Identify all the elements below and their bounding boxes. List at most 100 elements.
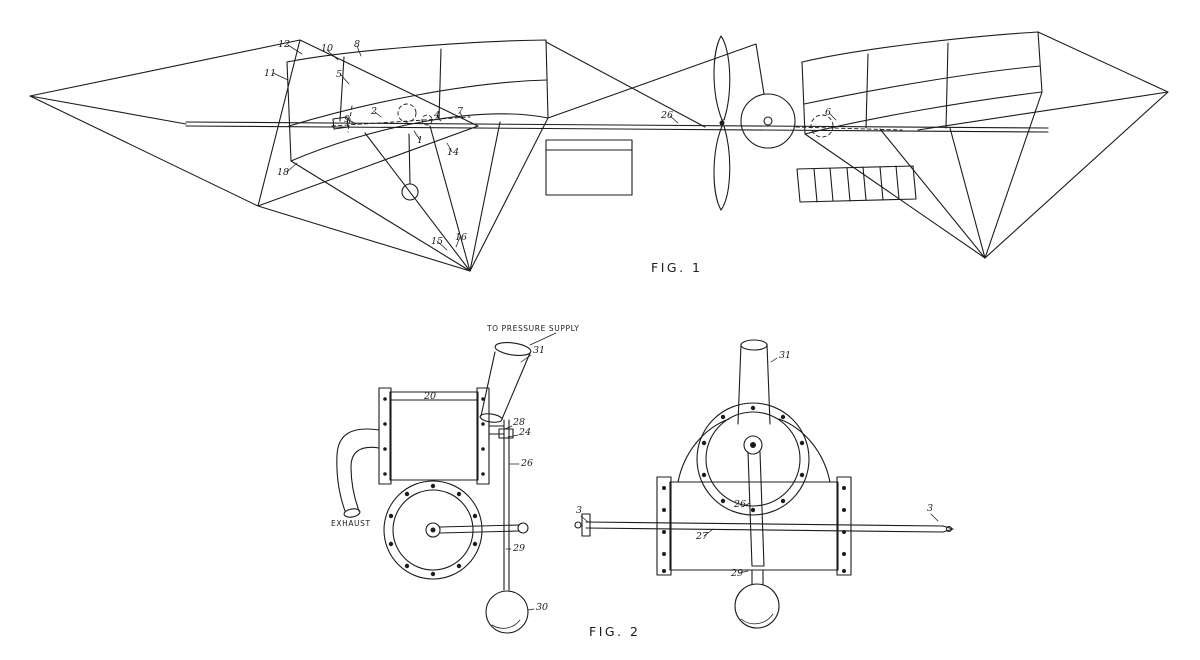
crank-hub [425,522,441,538]
pendulum-weight [401,183,419,201]
truss-diagonal [547,43,757,119]
leader-line [527,608,535,611]
connecting-rod [747,451,753,567]
propeller-hub [719,120,725,126]
kite-chord [29,95,187,125]
ref-label: 29 [512,543,525,554]
leader-line [669,115,679,124]
ref-label: 20 [423,391,436,402]
strut-line [429,125,471,272]
wing-camber-line [288,79,548,127]
hidden-control-line [331,116,471,127]
arm-eye [517,522,529,534]
ref-label: 15 [431,236,443,247]
leader-line [930,513,939,522]
bolt-hole [456,491,462,497]
ref-label: 4 [433,110,440,121]
ref-label: 18 [277,167,289,178]
spar-line [185,121,1049,129]
truss-mast [755,43,765,95]
exhaust-inner-wall [350,446,380,512]
ref-label: 26 [733,499,746,510]
bolt-hole [383,447,387,451]
funnel-side [501,352,531,420]
radiator-box [545,139,633,196]
bolt-hole [481,447,485,451]
body-shoulder [778,418,831,483]
exhaust-mouth [343,508,361,518]
figure-2-mechanism-side-view: TO PRESSURE SUPPLY EXHAUST 31 20 28 24 2… [331,324,580,634]
leader-line [580,515,589,523]
engine-disc [740,93,903,149]
bolt-hole [662,508,666,512]
fig2-right-leader-lines [703,502,751,574]
body-shoulder [677,418,730,483]
flange-left [378,387,392,485]
ref-label: 11 [264,68,276,79]
figure-1-aircraft: 12 10 8 11 5 9 2 4 7 1 14 18 15 16 26 6 … [29,31,1169,275]
leader-line [507,434,519,438]
truss-diagonal [545,41,706,128]
center-truss [545,41,765,128]
bolt-hole [481,397,485,401]
ref-label: 9 [344,114,350,125]
wing-camber-line [803,65,1041,105]
leader-line [741,502,751,508]
strut-line [949,127,986,259]
bolt-hole [842,508,846,512]
leader-line [286,162,298,173]
leader-line [529,332,557,346]
leader-line [703,528,714,537]
shaft-line [585,521,944,527]
hidden-gear [810,114,834,138]
pipe-wall [766,343,771,425]
arm-line [439,524,520,528]
bolt-hole [404,563,410,569]
bolt-hole [662,530,666,534]
bolt-hole [662,569,666,573]
rocking-shaft [574,513,954,537]
ball-shading [491,619,521,629]
grid-divider [862,166,867,201]
leader-line [459,111,464,120]
pressure-supply-label: TO PRESSURE SUPPLY [486,324,580,333]
funnel-side [480,351,496,417]
cylinder-body [378,387,490,485]
fig1-ref-numerals: 12 10 8 11 5 9 2 4 7 1 14 18 15 16 26 6 [264,39,831,247]
wing-strut [339,56,345,122]
leader-line [828,112,837,121]
leader-line [436,114,442,122]
fig2-right-ref-numerals: 31 3 3 27 26 29 [576,350,933,579]
bolt-hole [404,491,410,497]
pendulum-ball-right [734,569,780,629]
pipe-mouth [740,339,768,351]
exhaust-label: EXHAUST [331,519,371,528]
supply-pipe [737,339,778,425]
leader-line [272,72,289,81]
front-flange-disc [696,402,810,516]
bolt-hole [720,498,726,504]
pendulum-ball-left [485,590,529,634]
ref-label: 2 [370,106,377,117]
bolt-hole [456,563,462,569]
crank-center [750,442,756,448]
ref-label: 16 [455,232,467,243]
strut-line [364,132,471,272]
strut-line [984,91,1043,259]
ball-shading [740,613,774,625]
slat-grid [796,165,917,203]
hidden-pulley [421,114,433,126]
box-outline [545,139,633,196]
fig2-caption: FIG. 2 [589,624,640,639]
ball-outline [485,590,529,634]
wing-strut [945,42,949,129]
ref-label: 8 [354,39,360,50]
bolt-hole [799,440,805,446]
ref-label: 27 [695,531,709,542]
mount-bracket [332,116,349,130]
ref-label: 6 [825,107,831,118]
rear-strut-fan [804,91,1043,259]
bolt-hole [720,414,726,420]
wing-strut [865,53,869,129]
ref-label: 30 [536,602,548,613]
